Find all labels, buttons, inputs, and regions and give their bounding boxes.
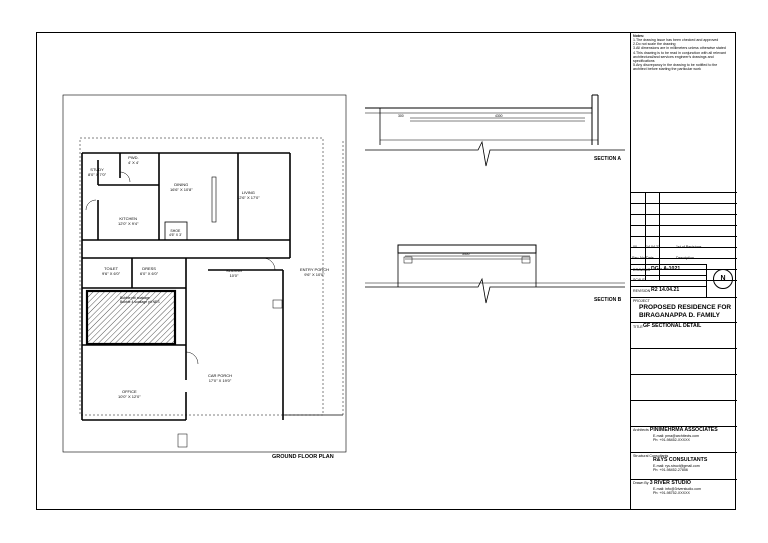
project-line-2: BIRAGANAPPA D. FAMILY bbox=[639, 312, 721, 319]
revision-value: R2 14.04.21 bbox=[651, 287, 680, 293]
rev-header: Description bbox=[676, 256, 694, 260]
plan-title: GROUND FLOOR PLAN bbox=[272, 454, 334, 460]
hatched-area bbox=[85, 289, 177, 346]
scale-label: SCALE bbox=[633, 278, 645, 282]
firm-block: Architects PINIMEHRMA ASSOCIATES E-mail:… bbox=[633, 427, 718, 443]
room-label: PWD.4' X 4' bbox=[128, 155, 139, 165]
title-block: Notes: 1.The drawing issue has been chec… bbox=[630, 32, 737, 510]
drawing-number: DG - A-1021 bbox=[651, 266, 681, 272]
section-a-drawing bbox=[365, 94, 625, 167]
rev-desc: 1st of Revisions bbox=[676, 245, 702, 249]
drawing-label: DRAWING bbox=[633, 268, 651, 272]
section-b-drawing bbox=[365, 244, 625, 304]
ground-floor-plan bbox=[62, 94, 347, 453]
project-label: PROJECT bbox=[633, 299, 650, 303]
north-arrow-icon: N bbox=[713, 269, 733, 289]
section-a-title: SECTION A bbox=[594, 156, 622, 162]
section-a-dim: 4300 bbox=[495, 114, 503, 118]
firm-block: Drawn By 3 RIVER STUDIO E-mail: info@3ri… bbox=[633, 480, 701, 496]
section-b-title: SECTION B bbox=[594, 297, 622, 303]
rev-header: Rev. No. bbox=[632, 256, 646, 260]
section-a-dim: 300 bbox=[398, 114, 404, 118]
rev-header: Date bbox=[646, 256, 654, 260]
rev-date: 14.04.21 bbox=[646, 245, 660, 249]
title-value: GF SECTIONAL DETAIL bbox=[643, 323, 702, 329]
rev-row: 00 bbox=[633, 245, 637, 249]
section-b-dim: 3400 bbox=[462, 252, 470, 256]
project-line-1: PROPOSED RESIDENCE FOR bbox=[639, 304, 732, 311]
notes-block: Notes: 1.The drawing issue has been chec… bbox=[633, 34, 726, 71]
drawing-sheet-border bbox=[36, 32, 736, 510]
title-label: TITLE bbox=[633, 325, 643, 329]
firm-block: Structural Consultants R&YS CONSULTANTS … bbox=[633, 454, 708, 473]
revision-label: REVISION bbox=[633, 289, 651, 293]
